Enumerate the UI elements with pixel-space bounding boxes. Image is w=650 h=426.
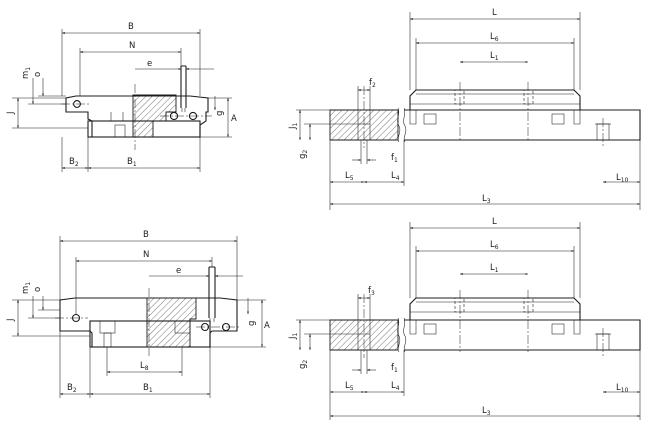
dim-label-B: B bbox=[143, 230, 149, 240]
bottom-side-outline bbox=[329, 297, 641, 353]
dim-label-L1: L1 bbox=[490, 51, 499, 62]
bottom-side-labels: L L6 L1 f3 J1 g2 f1 L5 L4 L10 L3 bbox=[288, 217, 629, 417]
dim-label-g: g bbox=[215, 111, 225, 116]
dim-label-f2: f2 bbox=[369, 78, 376, 89]
dim-label-A: A bbox=[264, 321, 270, 331]
top-section-outline bbox=[65, 65, 209, 138]
bottom-side-dimensions bbox=[296, 222, 641, 420]
dim-label-J1: J1 bbox=[288, 332, 299, 340]
dim-label-L10: L10 bbox=[616, 173, 629, 184]
dim-label-L4: L4 bbox=[391, 171, 400, 182]
dim-label-f1: f1 bbox=[391, 153, 398, 164]
dim-label-A: A bbox=[231, 114, 237, 124]
dim-label-L5: L5 bbox=[345, 381, 354, 392]
dim-label-L5: L5 bbox=[345, 171, 354, 182]
dim-label-f1: f1 bbox=[391, 363, 398, 374]
bottom-side-centerlines bbox=[363, 290, 604, 358]
dim-label-o: o bbox=[33, 72, 43, 77]
dim-label-e: e bbox=[147, 59, 152, 69]
dim-label-L: L bbox=[492, 217, 497, 227]
dim-label-N: N bbox=[129, 41, 135, 51]
dim-label-B: B bbox=[128, 22, 134, 32]
dim-label-L: L bbox=[492, 8, 497, 18]
top-cross-section-view: B N e m1 o J g A B2 B1 bbox=[6, 22, 237, 172]
dim-label-B2: B2 bbox=[69, 157, 79, 168]
top-side-labels: L L6 L1 f2 J1 g2 f1 L5 L4 L10 L3 bbox=[288, 8, 629, 205]
dim-label-L8: L8 bbox=[140, 361, 149, 372]
dim-label-J: J bbox=[6, 318, 16, 322]
dim-label-J: J bbox=[6, 111, 16, 115]
dim-label-L10: L10 bbox=[616, 383, 629, 394]
dim-label-g: g bbox=[247, 321, 257, 326]
dim-label-B2: B2 bbox=[67, 383, 77, 394]
dim-label-L6: L6 bbox=[490, 32, 499, 43]
bottom-side-view: L L6 L1 f3 J1 g2 f1 L5 L4 L10 L3 bbox=[288, 217, 641, 420]
top-section-labels: B N e m1 o J g A B2 B1 bbox=[6, 22, 237, 168]
top-side-outline bbox=[329, 89, 641, 143]
dim-label-f3: f3 bbox=[368, 286, 375, 297]
top-side-dimensions bbox=[296, 12, 641, 210]
dim-label-m1: m1 bbox=[21, 282, 32, 294]
dim-label-L1: L1 bbox=[490, 263, 499, 274]
dim-label-g2: g2 bbox=[298, 150, 309, 159]
bottom-section-labels: B N e m1 o J g A L8 B2 B1 bbox=[6, 230, 270, 394]
dim-label-e: e bbox=[176, 266, 181, 276]
dim-label-L3: L3 bbox=[482, 194, 491, 205]
dim-label-m1: m1 bbox=[21, 67, 32, 79]
bottom-section-centerlines bbox=[55, 288, 240, 356]
bottom-section-outline bbox=[59, 266, 238, 348]
dim-label-B1: B1 bbox=[127, 157, 137, 168]
dim-label-N: N bbox=[143, 250, 149, 260]
dim-label-L3: L3 bbox=[482, 406, 491, 417]
dim-label-o: o bbox=[33, 287, 43, 292]
dim-label-J1: J1 bbox=[288, 122, 299, 130]
dim-label-g2: g2 bbox=[298, 360, 309, 369]
dim-label-L4: L4 bbox=[391, 381, 400, 392]
bottom-section-dimensions bbox=[12, 236, 266, 398]
dim-label-L6: L6 bbox=[490, 240, 499, 251]
bottom-cross-section-view: B N e m1 o J g A L8 B2 B1 bbox=[6, 230, 270, 398]
top-side-centerlines bbox=[363, 82, 604, 148]
dim-label-B1: B1 bbox=[143, 383, 153, 394]
top-section-dimensions bbox=[12, 29, 232, 172]
top-side-view: L L6 L1 f2 J1 g2 f1 L5 L4 L10 L3 bbox=[288, 8, 641, 210]
